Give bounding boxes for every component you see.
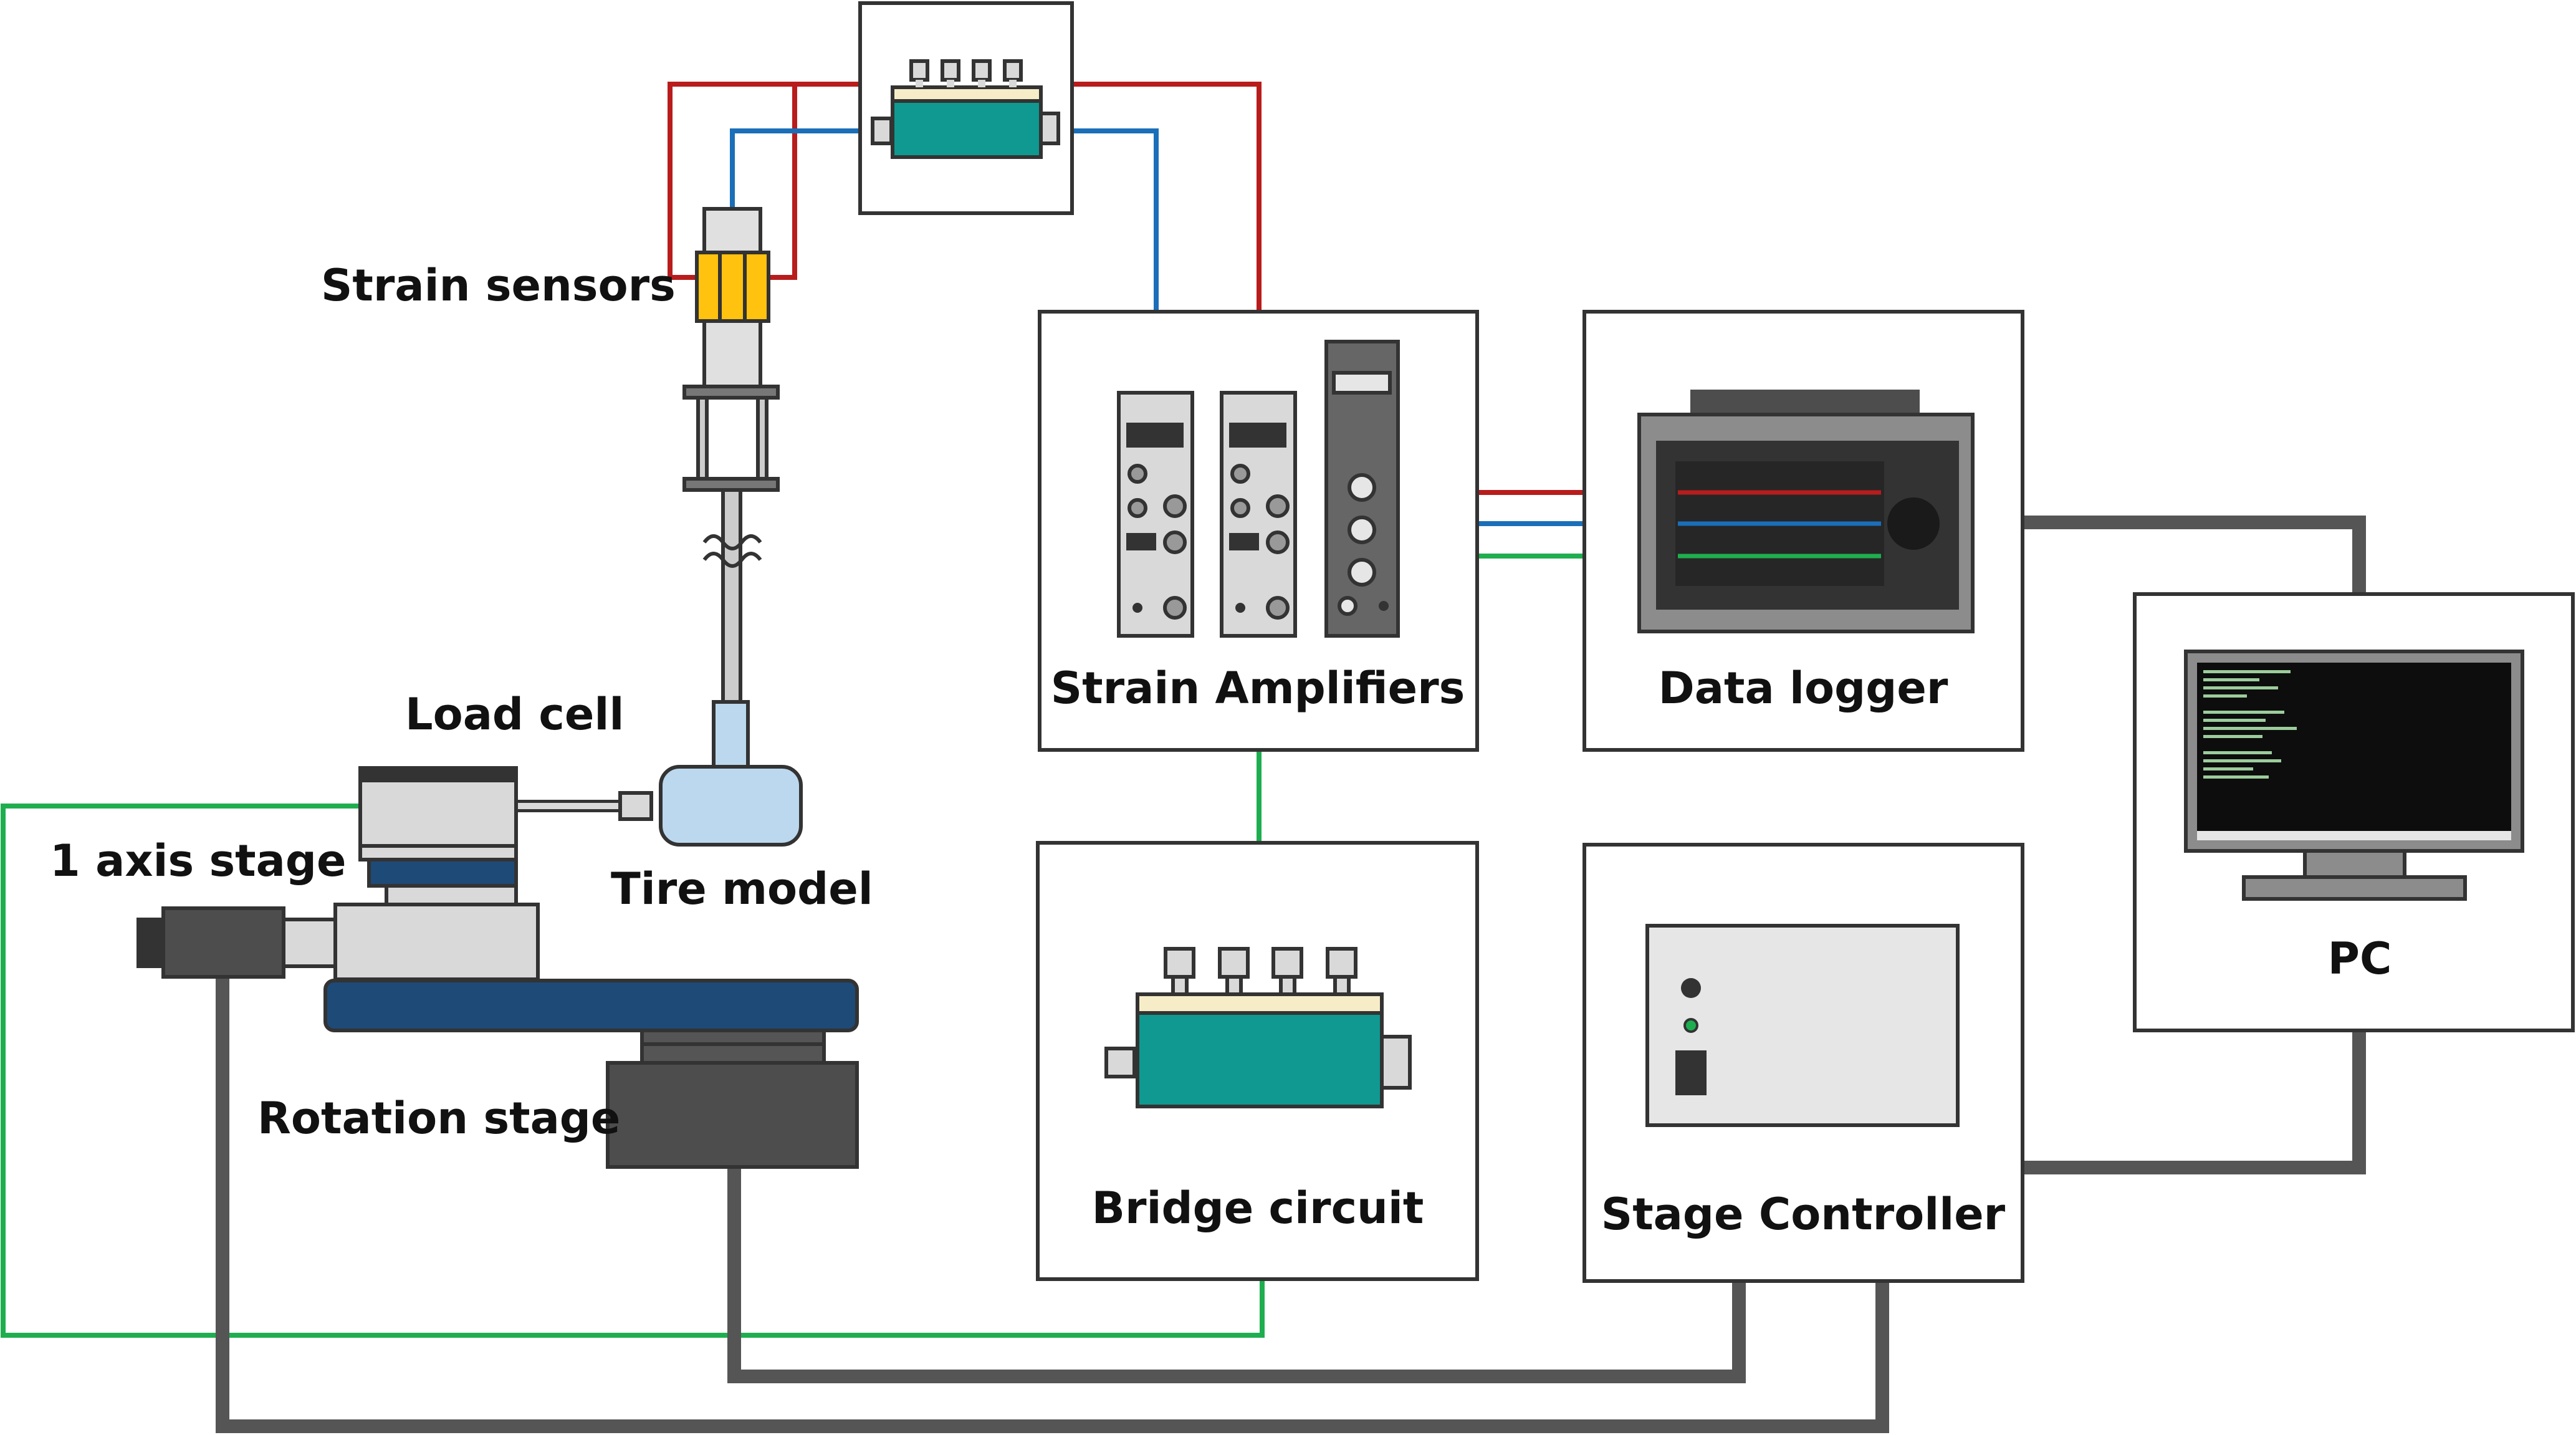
strain-gauge-core bbox=[718, 251, 747, 323]
amplifier-module-1-icon bbox=[1117, 391, 1194, 638]
label-stage-controller: Stage Controller bbox=[1601, 1189, 2006, 1240]
label-pc: PC bbox=[2328, 933, 2392, 984]
label-rotation-stage: Rotation stage bbox=[257, 1093, 620, 1144]
label-load-cell: Load cell bbox=[405, 689, 624, 740]
cable-rotation-stage-to-controller bbox=[727, 1167, 1746, 1383]
red-wire-sensor-to-top-bridge bbox=[668, 82, 860, 280]
cable-axis-stage-to-controller bbox=[216, 977, 1889, 1433]
red-wire-top-bridge-to-amplifiers bbox=[1072, 82, 1262, 312]
monitor-icon bbox=[2184, 650, 2524, 901]
load-cell bbox=[358, 766, 518, 906]
cable-controller-to-pc bbox=[2023, 1030, 2366, 1174]
red-wire-sensor-right bbox=[757, 84, 797, 280]
tire-model bbox=[659, 765, 803, 847]
label-strain-sensors: Strain sensors bbox=[321, 260, 676, 311]
label-one-axis-stage: 1 axis stage bbox=[50, 835, 346, 886]
amplifier-module-3-icon bbox=[1324, 340, 1400, 638]
controller-status-led bbox=[1683, 1018, 1698, 1033]
blue-wire-top-bridge-to-amplifiers bbox=[1072, 128, 1159, 312]
label-tire-model: Tire model bbox=[611, 863, 873, 914]
one-axis-stage bbox=[136, 903, 540, 981]
top-bridge-circuit-icon bbox=[871, 59, 1060, 159]
label-data-logger: Data logger bbox=[1659, 663, 1948, 714]
amplifier-module-2-icon bbox=[1220, 391, 1297, 638]
bridge-circuit-icon bbox=[1104, 947, 1412, 1108]
controller-box-icon bbox=[1645, 924, 1960, 1127]
green-wire-loadcell-loop bbox=[1, 804, 1265, 1338]
controller-power-button bbox=[1681, 978, 1701, 998]
terminal-text bbox=[2203, 670, 2297, 779]
label-strain-amplifiers: Strain Amplifiers bbox=[1051, 663, 1465, 714]
strain-sensor-shaft bbox=[682, 207, 780, 771]
data-logger-icon bbox=[1637, 390, 1975, 633]
label-bridge-circuit: Bridge circuit bbox=[1092, 1183, 1424, 1234]
controller-port bbox=[1675, 1050, 1707, 1095]
cable-logger-to-pc bbox=[2023, 516, 2366, 594]
stage-motor bbox=[161, 906, 285, 979]
rotation-stage bbox=[323, 979, 859, 1169]
load-cell-tip bbox=[618, 791, 653, 821]
